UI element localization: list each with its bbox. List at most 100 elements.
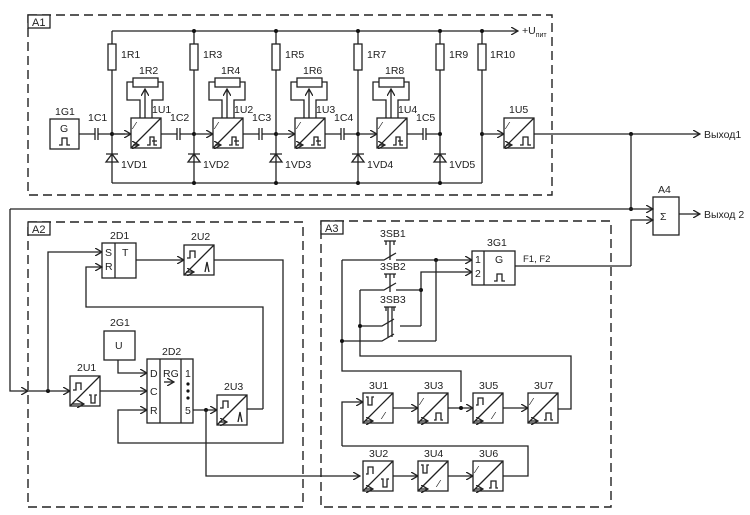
label-out-5: 5 [185,405,191,417]
diode-1vd5 [432,152,448,163]
wire-to-2d1-s [47,252,102,391]
wire-2u3-to-2d1-r [85,267,264,409]
resistor-1r3 [189,43,199,71]
generator-1g1 [49,118,80,150]
label-3u3: 3U3 [424,380,443,392]
block-a4: Σ A4 Выход 2 [10,134,744,266]
block-a3-tag [320,220,344,235]
label-3sb3: 3SB3 [380,294,406,306]
ramp-icon: ⁄ [504,120,511,132]
label-1c3: 1C3 [252,112,271,124]
pulse-icon [366,466,374,475]
pulse-icon [187,250,196,259]
ellipsis-dot [186,382,190,386]
label-1c2: 1C2 [170,112,189,124]
junction [192,181,196,185]
stage-1: 1R1 1VD1 ⁄ 1U1 1R2 1C2 [104,31,194,183]
supply-label: +Uпит [522,25,547,39]
block-a2-label: A2 [32,224,45,236]
junction [192,29,196,33]
negative-pulse-icon [421,464,429,474]
label-1r10: 1R10 [490,49,515,61]
converter-3u2: 3U2 [362,448,394,491]
wire-3g1-to-sum [630,220,653,266]
wire-2g1-to-2d2-d [117,360,147,373]
output-1-label: Выход1 [704,129,741,141]
ellipsis-dot [186,396,190,400]
junction [340,339,344,343]
button-3sb1 [384,240,396,260]
junction [274,181,278,185]
pulse-icon [220,400,229,409]
pulse-icon [476,397,484,406]
negative-pulse-icon [366,396,374,406]
resistor-1r1 [107,43,117,71]
pulse-icon [147,136,157,146]
sigma-symbol: Σ [660,211,667,223]
button-3sb3 [384,306,396,337]
diode-1vd1 [104,152,120,163]
label-3u7: 3U7 [534,380,553,392]
stage-2: 1R3 1VD2 ⁄ 1U2 1R4 1C3 [186,29,276,185]
label-3u1: 3U1 [369,380,388,392]
wire-to-3u1 [341,402,363,446]
label-1r3: 1R3 [203,49,222,61]
pulse-icon [434,412,443,421]
label-1vd2: 1VD2 [203,159,229,171]
label-1u1: 1U1 [152,104,171,116]
capacitor-1c4 [340,128,345,140]
label-1vd1: 1VD1 [121,159,147,171]
label-g: G [495,254,503,266]
label-1r7: 1R7 [367,49,386,61]
generator-symbol: G [60,123,68,135]
ramp-icon: ⁄ [295,120,302,132]
ramp-icon: ⁄ [473,464,480,476]
wire-2u2-to-2d2-r [117,259,284,444]
wire-to-3g1-in2 [420,272,472,326]
label-a4: A4 [658,184,671,196]
label-3sb1: 3SB1 [380,228,406,240]
label-in-2: 2 [475,268,481,280]
junction [356,181,360,185]
label-1r1: 1R1 [121,49,140,61]
capacitor-1c1 [94,128,99,140]
pulse-icon [73,382,82,391]
junction [358,324,362,328]
label-s: S [105,247,112,259]
resistor-1r10 [477,43,487,71]
label-3u5: 3U5 [479,380,498,392]
label-3u4: 3U4 [424,448,443,460]
register-dividers [159,359,182,423]
label-1r4: 1R4 [221,65,240,77]
pulse-icon [520,136,531,146]
label-2u1: 2U1 [77,362,96,374]
diode-1vd4 [350,152,366,163]
generator-3g1 [471,250,516,286]
junction [438,29,442,33]
label-1c5: 1C5 [416,112,435,124]
label-1g1: 1G1 [55,106,75,118]
ramp-icon: ⁄ [490,410,497,422]
label-u: U [115,340,123,352]
capacitor-1c3 [258,128,263,140]
junction [459,406,463,410]
junction [438,132,442,136]
capacitor-1c2 [176,128,181,140]
source-2g1 [103,330,136,361]
wire-input-a2 [9,209,28,391]
pot-wires [126,81,164,118]
switch-3sb3-contact-b [342,333,436,342]
ramp-icon: ⁄ [131,120,138,132]
stage-4: 1R7 1VD4 ⁄ 1U4 1R8 1C5 [350,29,440,185]
label-1vd4: 1VD4 [367,159,393,171]
ramp-icon: ⁄ [435,478,442,490]
converter-3u1: ⁄ 3U1 [362,380,394,423]
block-a1-border [27,14,553,196]
label-1u3: 1U3 [316,104,335,116]
wire-3u6-loop [342,445,529,477]
label-rg: RG [163,368,179,380]
junction [274,29,278,33]
converter-3u5: ⁄ 3U5 [472,380,504,423]
potentiometer-1r6 [296,77,323,88]
ellipsis-dot [186,389,190,393]
